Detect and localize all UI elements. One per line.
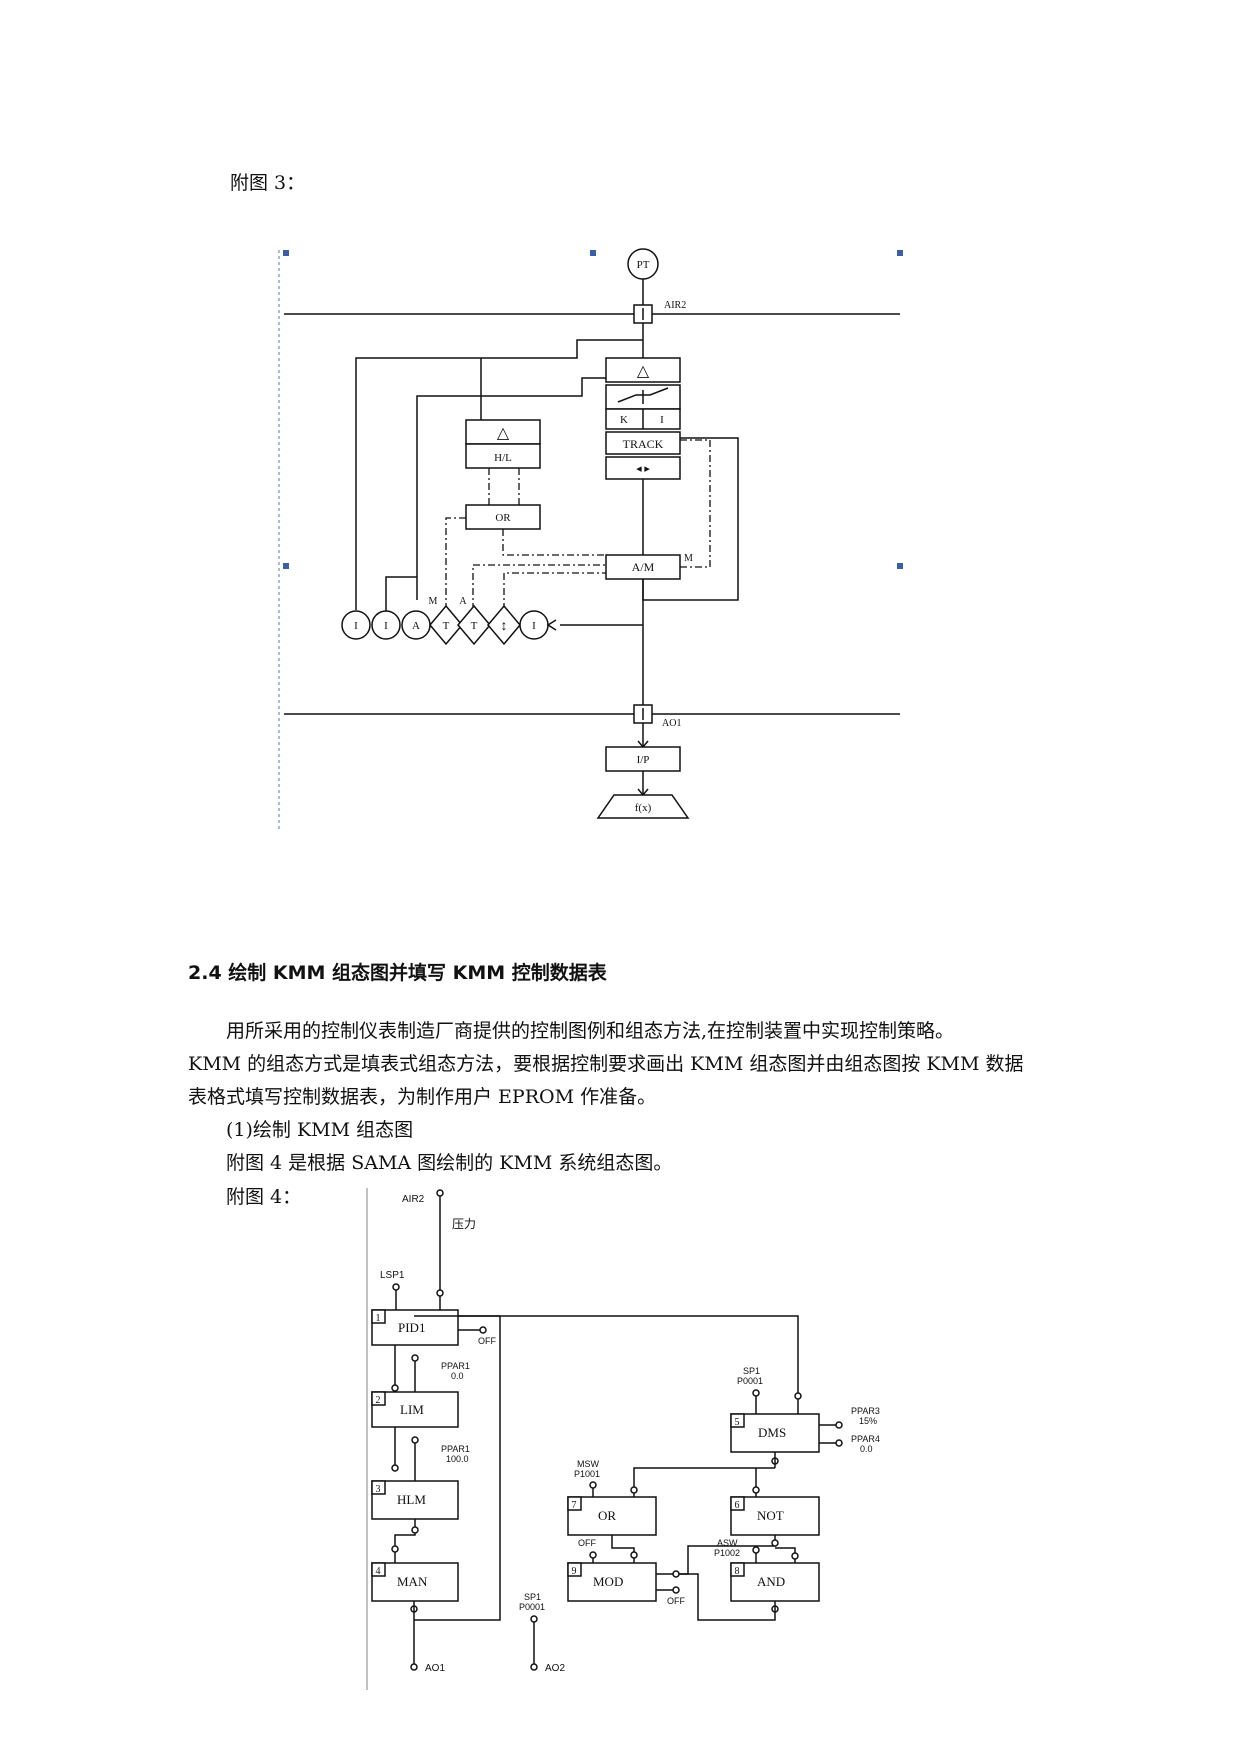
figure3-caption: 附图 3： bbox=[230, 172, 306, 194]
sp1b-label: SP1 bbox=[743, 1366, 760, 1376]
paragraph-line2: KMM 的组态方式是填表式组态方法，要根据控制要求画出 KMM 组态图并由组态图… bbox=[188, 1053, 1024, 1075]
track-label: TRACK bbox=[623, 437, 664, 451]
am-label: A/M bbox=[632, 560, 655, 574]
section-heading: 2.4 绘制 KMM 组态图并填写 KMM 控制数据表 bbox=[188, 962, 607, 984]
m-label: M bbox=[429, 596, 438, 607]
diamond-t2-label: T bbox=[471, 620, 478, 632]
item1-text: (1)绘制 KMM 组态图 bbox=[226, 1119, 414, 1141]
b9-num: 9 bbox=[572, 1566, 577, 1577]
f4-air2-label: AIR2 bbox=[402, 1194, 425, 1205]
off2-label: OFF bbox=[578, 1538, 596, 1548]
ppar3-label: PPAR3 bbox=[851, 1406, 880, 1416]
ppar4-label: PPAR4 bbox=[851, 1434, 880, 1444]
diamond-arrow-label: ↕ bbox=[501, 619, 508, 634]
k-label: K bbox=[620, 414, 628, 426]
ip-label: I/P bbox=[637, 754, 650, 766]
off1-label: OFF bbox=[478, 1336, 496, 1346]
sp1a-val: P0001 bbox=[519, 1602, 545, 1612]
sentence-text: 附图 4 是根据 SAMA 图绘制的 KMM 系统组态图。 bbox=[226, 1152, 673, 1174]
hl-label: H/L bbox=[494, 452, 512, 464]
pid-delta-label: △ bbox=[637, 363, 650, 380]
circle-i2-label: I bbox=[384, 620, 388, 632]
circle-a-label: A bbox=[412, 620, 420, 632]
f4-ao1-label: AO1 bbox=[425, 1663, 445, 1674]
fx-label: f(x) bbox=[635, 802, 652, 814]
paragraph: 用所采用的控制仪表制造厂商提供的控制图例和组态方法,在控制装置中实现控制策略。 … bbox=[188, 1015, 1058, 1180]
ppar1a-label: PPAR1 bbox=[441, 1361, 470, 1371]
or-label: OR bbox=[495, 512, 511, 524]
ao1-label: AO1 bbox=[662, 718, 681, 729]
sp1b-val: P0001 bbox=[737, 1376, 763, 1386]
b2-label: LIM bbox=[400, 1402, 424, 1417]
diamond-t1-label: T bbox=[443, 620, 450, 632]
figure4-diagram: AIR2 压力 LSP1 1 PID1 OFF PPAR1 0.0 2 LIM … bbox=[366, 1188, 880, 1690]
b2-num: 2 bbox=[376, 1395, 381, 1406]
paragraph-line1: 用所采用的控制仪表制造厂商提供的控制图例和组态方法,在控制装置中实现控制策略。 bbox=[226, 1020, 955, 1042]
b6-num: 6 bbox=[735, 1500, 740, 1511]
msw-label: MSW bbox=[577, 1459, 600, 1469]
b3-num: 3 bbox=[376, 1484, 381, 1495]
b5-num: 5 bbox=[735, 1417, 740, 1428]
b3-label: HLM bbox=[397, 1492, 426, 1507]
f4-lsp1-label: LSP1 bbox=[380, 1270, 405, 1281]
off3-label: OFF bbox=[667, 1596, 685, 1606]
f4-ao2-label: AO2 bbox=[545, 1663, 565, 1674]
a-label: A bbox=[459, 596, 467, 607]
ppar4-val: 0.0 bbox=[860, 1444, 873, 1454]
b7-label: OR bbox=[598, 1508, 616, 1523]
b7-num: 7 bbox=[572, 1500, 577, 1511]
ppar1a-val: 0.0 bbox=[451, 1371, 464, 1381]
b4-label: MAN bbox=[397, 1574, 428, 1589]
b4-num: 4 bbox=[376, 1566, 381, 1577]
b8-label: AND bbox=[757, 1574, 785, 1589]
circle-i1-label: I bbox=[354, 620, 358, 632]
hl-delta-label: △ bbox=[497, 425, 510, 442]
b8-num: 8 bbox=[735, 1566, 740, 1577]
ppar1b-label: PPAR1 bbox=[441, 1444, 470, 1454]
sp1a-label: SP1 bbox=[524, 1592, 541, 1602]
asw-val: P1002 bbox=[714, 1548, 740, 1558]
pm-label: ◂ ▸ bbox=[636, 463, 650, 475]
air2-label: AIR2 bbox=[664, 300, 686, 311]
f4-pressure-label: 压力 bbox=[452, 1217, 476, 1231]
paragraph-line3: 表格式填写控制数据表，为制作用户 EPROM 作准备。 bbox=[188, 1086, 657, 1108]
b1-label: PID1 bbox=[398, 1320, 425, 1335]
figure3-diagram: PT AIR2 △ K I TRACK ◂ ▸ △ H/L OR A/M M bbox=[278, 248, 903, 830]
i-label: I bbox=[660, 414, 664, 426]
ppar1b-val: 100.0 bbox=[446, 1454, 469, 1464]
b5-label: DMS bbox=[758, 1425, 786, 1440]
pt-label: PT bbox=[637, 259, 650, 271]
b1-num: 1 bbox=[376, 1313, 381, 1324]
figure4-caption: 附图 4： bbox=[226, 1186, 302, 1208]
circle-i3-label: I bbox=[532, 620, 536, 632]
msw-val: P1001 bbox=[574, 1469, 600, 1479]
b6-label: NOT bbox=[757, 1508, 784, 1523]
b9-label: MOD bbox=[593, 1574, 623, 1589]
am-m-label: M bbox=[684, 553, 693, 564]
asw-label: ASW bbox=[717, 1538, 738, 1548]
ppar3-val: 15% bbox=[859, 1416, 877, 1426]
